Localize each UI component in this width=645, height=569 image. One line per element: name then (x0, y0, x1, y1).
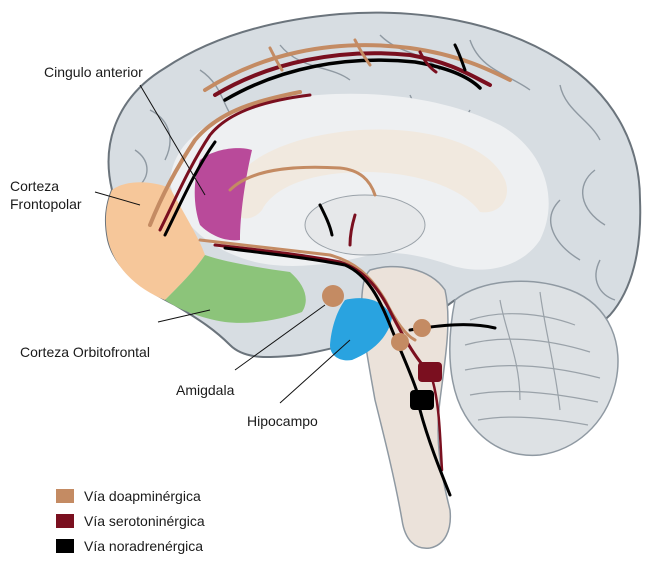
legend-label-serotonin: Vía serotoninérgica (84, 513, 205, 529)
legend-swatch-dopamine (56, 489, 74, 503)
label-frontopolar-line1: Corteza (10, 178, 59, 195)
serotonin-nucleus-raphe (418, 362, 442, 382)
legend-item-serotonin: Vía serotoninérgica (56, 511, 205, 531)
label-orbitofrontal: Corteza Orbitofrontal (20, 344, 150, 361)
legend-item-dopamine: Vía doapminérgica (56, 486, 201, 506)
legend-swatch-serotonin (56, 514, 74, 528)
label-hipocampo: Hipocampo (247, 413, 318, 430)
amygdala-region (322, 285, 344, 307)
dopamine-nucleus (413, 319, 431, 337)
label-amigdala: Amigdala (176, 382, 234, 399)
thalamus (305, 195, 425, 255)
label-cingulo-anterior: Cingulo anterior (44, 64, 143, 81)
noradrenaline-nucleus-locus-coeruleus (410, 390, 434, 410)
dopamine-nucleus (391, 333, 409, 351)
legend-swatch-noradrenaline (56, 539, 74, 553)
legend-label-noradrenaline: Vía noradrenérgica (84, 538, 203, 554)
label-frontopolar-line2: Frontopolar (10, 196, 82, 213)
legend-label-dopamine: Vía doapminérgica (84, 488, 201, 504)
legend-item-noradrenaline: Vía noradrenérgica (56, 536, 203, 556)
